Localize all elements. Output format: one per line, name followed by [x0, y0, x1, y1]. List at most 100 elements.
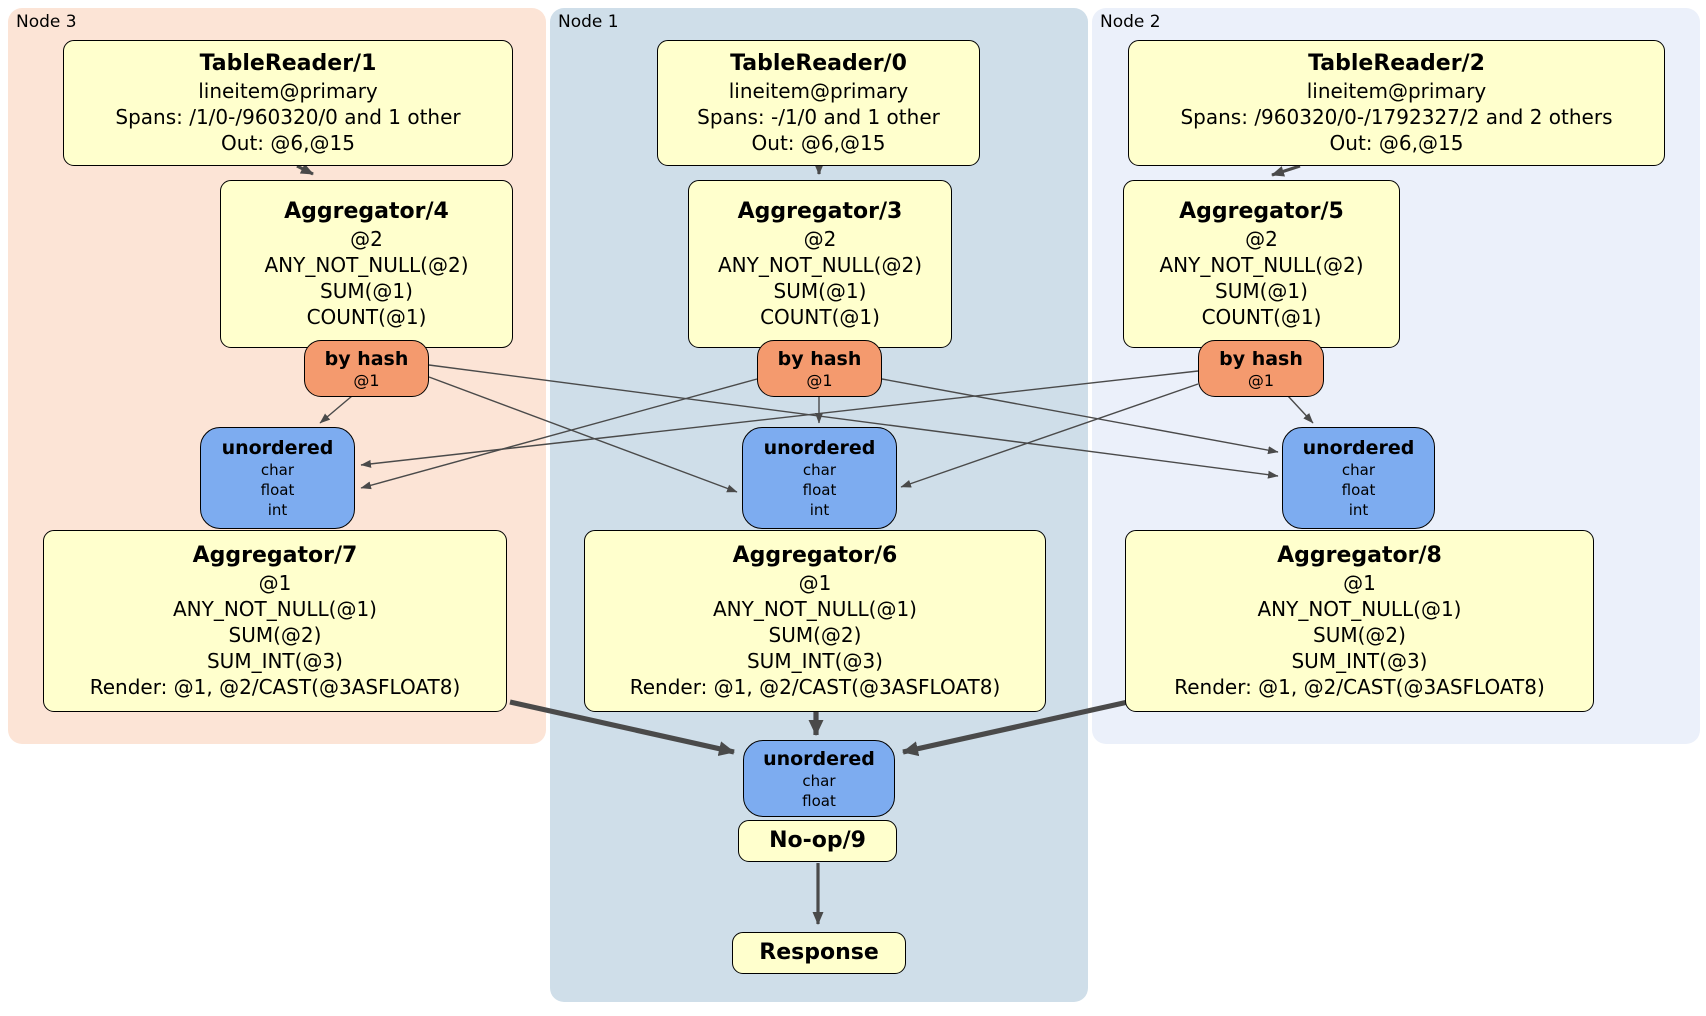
box-title: Response	[759, 940, 879, 965]
box-title: TableReader/1	[199, 51, 377, 76]
box-line: @1	[806, 370, 833, 390]
box-title: unordered	[1302, 437, 1415, 459]
box-title: unordered	[221, 437, 334, 459]
edge	[509, 699, 735, 757]
box-line: ANY_NOT_NULL(@1)	[1257, 597, 1462, 621]
box-line: @1	[1247, 370, 1275, 390]
box-line: Render: @1, @2/CAST(@3ASFLOAT8)	[629, 675, 1001, 699]
box-line: Out: @6,@15	[751, 131, 886, 155]
box-lines: @1	[353, 371, 379, 390]
box-line: SUM(@2)	[228, 623, 322, 647]
box-line: COUNT(@1)	[1201, 305, 1322, 329]
box-line: SUM_INT(@3)	[1291, 649, 1428, 673]
hash-router-node3: by hash @1	[304, 340, 429, 397]
box-title: No-op/9	[769, 828, 866, 853]
box-line: COUNT(@1)	[760, 305, 880, 329]
edge	[881, 378, 1279, 455]
box-title: by hash	[324, 347, 409, 370]
box-line: ANY_NOT_NULL(@2)	[1159, 253, 1364, 277]
box-line: @1	[798, 571, 832, 595]
box-line: @2	[350, 227, 383, 251]
box-line: @1	[1343, 571, 1376, 595]
box-line: char	[1341, 461, 1376, 479]
box-line: SUM(@1)	[1215, 279, 1308, 303]
box-line: Render: @1, @2/CAST(@3ASFLOAT8)	[1174, 675, 1545, 699]
box-title: by hash	[1219, 347, 1303, 370]
box-line: char	[802, 771, 836, 790]
router-sync-edges	[319, 364, 1314, 493]
box-title: Aggregator/5	[1179, 199, 1344, 224]
box-line: SUM(@1)	[773, 279, 867, 303]
node2-label: Node 2	[1100, 12, 1161, 32]
box-title: TableReader/2	[1308, 51, 1485, 76]
box-line: SUM(@2)	[1313, 623, 1406, 647]
box-line: int	[1348, 501, 1369, 519]
box-line: lineitem@primary	[198, 79, 378, 103]
box-line: SUM_INT(@3)	[746, 649, 883, 673]
box-title: unordered	[763, 437, 876, 459]
box-line: ANY_NOT_NULL(@1)	[172, 597, 377, 621]
box-line: char	[260, 461, 295, 479]
box-line: Render: @1, @2/CAST(@3ASFLOAT8)	[89, 675, 461, 699]
box-line: @1	[353, 370, 380, 390]
box-line: @2	[803, 227, 837, 251]
box-line: float	[802, 791, 836, 810]
edge	[360, 370, 1199, 468]
flow-edges	[296, 162, 1301, 925]
merge-edges	[509, 699, 1129, 757]
box-line: SUM(@2)	[768, 623, 862, 647]
box-line: lineitem@primary	[728, 79, 909, 103]
box-line: float	[1341, 481, 1376, 499]
box-line: Out: @6,@15	[1329, 131, 1464, 155]
box-lines: @1	[1248, 371, 1274, 390]
response-box: Response	[732, 932, 906, 974]
node1-label: Node 1	[558, 12, 619, 32]
box-title: Aggregator/4	[284, 199, 449, 224]
edge	[1271, 164, 1301, 177]
box-title: Aggregator/6	[732, 543, 898, 568]
box-line: ANY_NOT_NULL(@2)	[718, 253, 922, 277]
edge	[319, 395, 353, 424]
box-line: Spans: -/1/0 and 1 other	[697, 105, 940, 129]
edge	[428, 364, 1279, 479]
edge	[900, 383, 1199, 488]
box-line: Spans: /1/0-/960320/0 and 1 other	[115, 105, 461, 129]
edge	[902, 699, 1129, 757]
hash-router-node2: by hash @1	[1198, 340, 1324, 397]
box-line: ANY_NOT_NULL(@2)	[264, 253, 469, 277]
box-line: COUNT(@1)	[306, 305, 427, 329]
box-line: SUM_INT(@3)	[206, 649, 343, 673]
box-line: float	[260, 481, 295, 499]
box-title: Aggregator/3	[737, 199, 903, 224]
box-line: int	[267, 501, 288, 519]
box-line: float	[802, 481, 837, 499]
box-line: Out: @6,@15	[221, 131, 355, 155]
box-line: Spans: /960320/0-/1792327/2 and 2 others	[1180, 105, 1613, 129]
unordered-sync-node2: unordered char float int	[1282, 427, 1435, 529]
edge	[360, 378, 758, 490]
box-title: by hash	[777, 347, 862, 370]
box-lines: char float int	[1342, 460, 1376, 520]
box-title: TableReader/0	[730, 51, 907, 76]
edge	[1287, 395, 1314, 424]
hash-router-node1: by hash @1	[757, 340, 882, 397]
noop-9-box: No-op/9	[738, 820, 897, 862]
